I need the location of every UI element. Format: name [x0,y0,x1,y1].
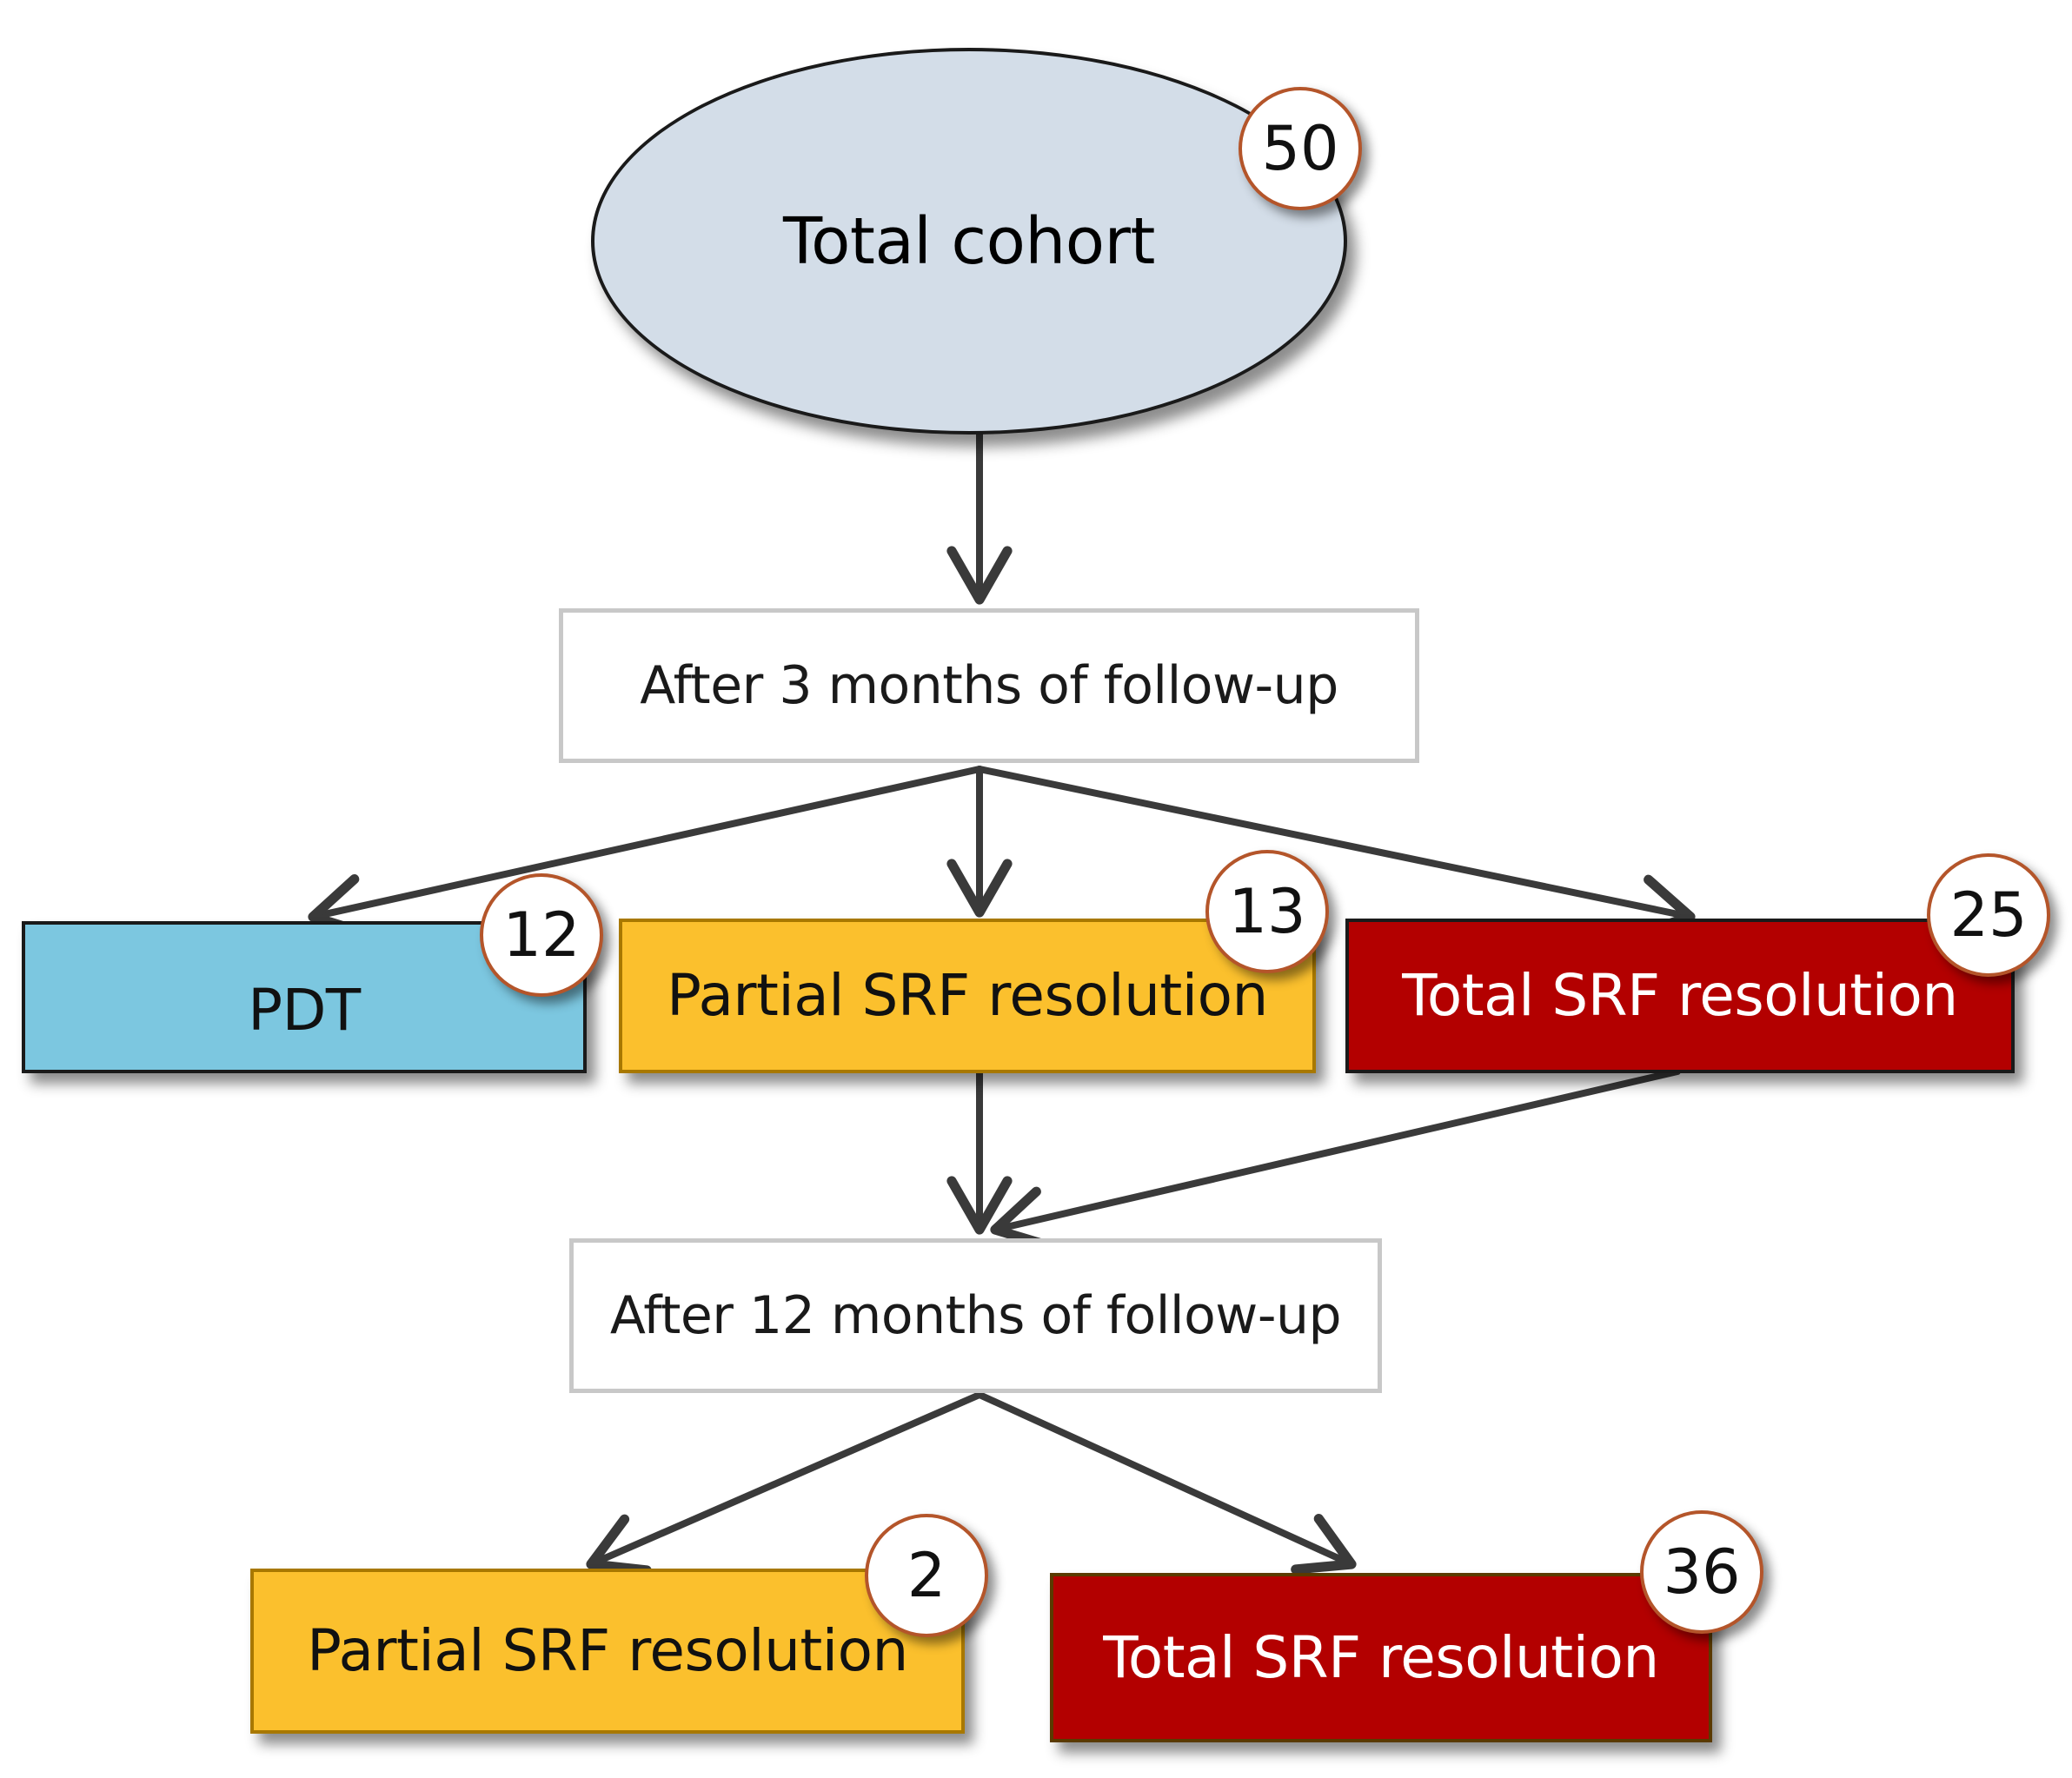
step-3-months-label: After 3 months of follow-up [640,655,1338,716]
partial-srf-3m-node: Partial SRF resolution [619,919,1316,1073]
total-cohort-count-badge: 50 [1239,87,1362,210]
total-cohort-label: Total cohort [783,203,1155,279]
arrow-step3-to-total3 [976,766,1696,939]
total-srf-12m-count: 36 [1663,1536,1741,1608]
step-12-months: After 12 months of follow-up [569,1238,1382,1393]
step-3-months: After 3 months of follow-up [559,608,1419,763]
total-srf-12m-node: Total SRF resolution [1050,1573,1712,1742]
partial-srf-12m-label: Partial SRF resolution [307,1617,908,1684]
partial-srf-3m-count-badge: 13 [1205,850,1329,973]
pdt-label: PDT [248,976,361,1044]
partial-srf-3m-count: 13 [1228,876,1306,947]
arrow-total3-to-step12 [990,1068,1681,1251]
partial-srf-12m-count-badge: 2 [865,1514,988,1637]
partial-srf-12m-count: 2 [906,1540,946,1611]
pdt-count: 12 [502,899,581,971]
total-cohort-count: 50 [1261,113,1339,184]
total-srf-12m-count-badge: 36 [1640,1510,1763,1634]
total-srf-3m-count: 25 [1949,879,2028,951]
total-srf-3m-count-badge: 25 [1927,853,2050,977]
pdt-count-badge: 12 [480,873,603,997]
partial-srf-12m-node: Partial SRF resolution [250,1569,965,1734]
total-cohort-node: Total cohort [591,48,1347,435]
total-srf-3m-label: Total SRF resolution [1402,962,1958,1029]
arrow-step3-to-pdt [308,766,983,939]
step-12-months-label: After 12 months of follow-up [609,1285,1342,1346]
partial-srf-3m-label: Partial SRF resolution [667,962,1268,1029]
arrow-step12-to-total12 [976,1391,1357,1575]
arrow-step12-to-partial12 [586,1391,983,1576]
total-srf-12m-label: Total SRF resolution [1103,1623,1659,1691]
total-srf-3m-node: Total SRF resolution [1345,919,2015,1073]
